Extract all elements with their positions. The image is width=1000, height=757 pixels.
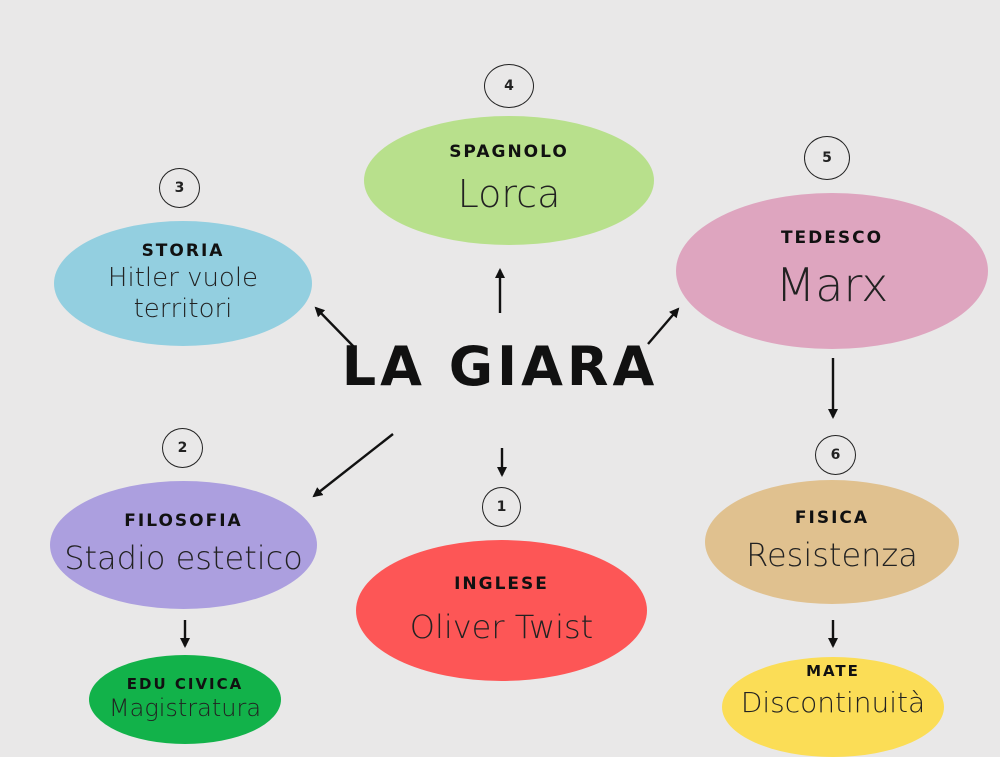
subject-label: FILOSOFIA [124, 511, 243, 532]
topic-label: Marx [775, 257, 889, 312]
subject-label: INGLESE [454, 573, 549, 594]
arrow-to-tedesco [647, 307, 680, 345]
node-fisica: FISICA Resistenza [705, 480, 959, 604]
number-badge-5: 5 [804, 136, 850, 180]
number-badge-2: 2 [162, 428, 203, 468]
arrow-to-filosofia [312, 433, 394, 498]
node-mate: MATE Discontinuità [722, 657, 944, 757]
subject-label: EDU CIVICA [126, 674, 244, 693]
node-filosofia: FILOSOFIA Stadio estetico [50, 481, 317, 609]
topic-label: Lorca [457, 172, 561, 217]
subject-label: TEDESCO [780, 228, 884, 249]
subject-label: MATE [806, 662, 860, 680]
node-storia: STORIA Hitler vuole territori [54, 221, 312, 346]
subject-label: SPAGNOLO [449, 142, 569, 163]
node-spagnolo: SPAGNOLO Lorca [364, 116, 654, 245]
topic-label: Magistratura [108, 694, 262, 723]
subject-label: STORIA [141, 240, 225, 261]
topic-label: Oliver Twist [409, 607, 594, 646]
topic-label: Stadio estetico [64, 539, 303, 578]
number-badge-6: 6 [815, 435, 856, 475]
node-inglese: INGLESE Oliver Twist [356, 540, 647, 681]
number-badge-3: 3 [159, 168, 200, 208]
main-title: LA GIARA [341, 335, 659, 398]
number-badge-1: 1 [482, 487, 521, 527]
number-badge-4: 4 [484, 64, 534, 108]
topic-label-line1: Hitler vuole [107, 262, 259, 293]
node-tedesco: TEDESCO Marx [676, 193, 988, 349]
arrow-to-storia [314, 306, 356, 349]
topic-label-line2: territori [133, 293, 233, 324]
subject-label: FISICA [794, 508, 870, 529]
node-edu-civica: EDU CIVICA Magistratura [89, 655, 281, 744]
topic-label: Discontinuità [740, 685, 926, 719]
topic-label: Resistenza [746, 536, 918, 575]
